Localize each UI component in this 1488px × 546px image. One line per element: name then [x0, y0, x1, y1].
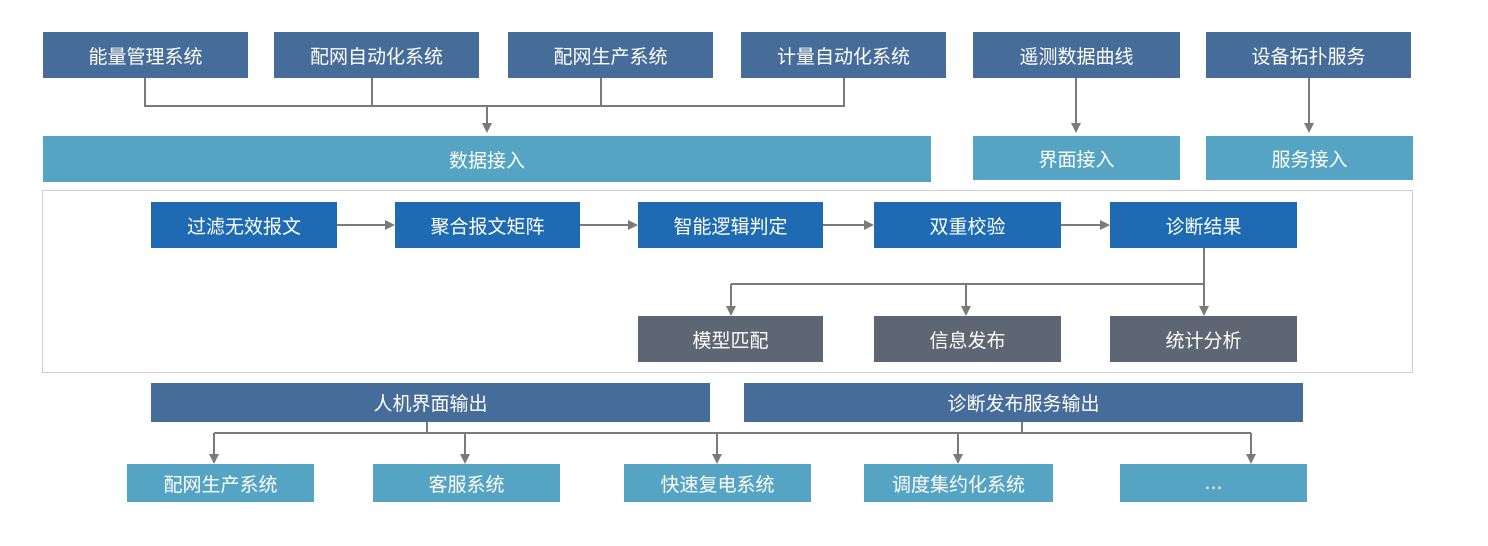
service-access-box: 服务接入	[1206, 136, 1413, 180]
result-label: 信息发布	[929, 329, 1006, 352]
output-label: 诊断发布服务输出	[947, 393, 1100, 415]
service-output-bar: 诊断发布服务输出	[744, 383, 1303, 422]
target-label: 调度集约化系统	[891, 473, 1025, 496]
source-label: 配网生产系统	[553, 45, 668, 68]
step-diagnosis-result: 诊断结果	[1110, 202, 1297, 248]
result-label: 统计分析	[1165, 329, 1242, 352]
step-aggregate-matrix: 聚合报文矩阵	[395, 202, 580, 248]
processing-frame	[42, 190, 1413, 373]
target-label: 快速复电系统	[660, 473, 775, 496]
target-customer-service: 客服系统	[373, 464, 560, 502]
source-topology-service: 设备拓扑服务	[1206, 32, 1411, 78]
access-label: 数据接入	[448, 149, 525, 172]
target-distribution-production: 配网生产系统	[127, 464, 314, 502]
source-label: 设备拓扑服务	[1251, 45, 1366, 68]
target-more: ...	[1120, 464, 1307, 502]
target-fast-restore: 快速复电系统	[624, 464, 811, 502]
step-logic-judgment: 智能逻辑判定	[638, 202, 823, 248]
access-label: 界面接入	[1038, 148, 1115, 171]
output-label: 人机界面输出	[373, 393, 488, 415]
step-label: 过滤无效报文	[186, 215, 301, 238]
target-label: 配网生产系统	[163, 473, 278, 496]
source-label: 遥测数据曲线	[1019, 45, 1134, 68]
step-filter-invalid: 过滤无效报文	[151, 202, 337, 248]
step-label: 智能逻辑判定	[673, 215, 788, 238]
step-double-check: 双重校验	[874, 202, 1061, 248]
source-telemetry-curve: 遥测数据曲线	[973, 32, 1180, 78]
access-label: 服务接入	[1271, 148, 1348, 171]
source-label: 配网自动化系统	[309, 45, 443, 68]
step-label: 诊断结果	[1165, 215, 1242, 238]
connector-source-merge	[144, 78, 845, 107]
hmi-output-bar: 人机界面输出	[151, 383, 710, 422]
source-energy-management: 能量管理系统	[43, 32, 248, 78]
step-label: 双重校验	[929, 215, 1006, 238]
target-label: 客服系统	[428, 473, 505, 496]
data-access-bar: 数据接入	[43, 136, 931, 182]
ui-access-box: 界面接入	[973, 136, 1180, 180]
result-model-match: 模型匹配	[638, 316, 823, 362]
result-label: 模型匹配	[692, 329, 769, 352]
source-distribution-automation: 配网自动化系统	[274, 32, 479, 78]
target-dispatch-intensive: 调度集约化系统	[864, 464, 1053, 502]
result-info-publish: 信息发布	[874, 316, 1061, 362]
source-label: 计量自动化系统	[776, 45, 910, 68]
step-label: 聚合报文矩阵	[430, 215, 545, 238]
result-stat-analysis: 统计分析	[1110, 316, 1297, 362]
target-label: ...	[1204, 472, 1223, 494]
source-metering-automation: 计量自动化系统	[741, 32, 946, 78]
source-distribution-production: 配网生产系统	[508, 32, 713, 78]
source-label: 能量管理系统	[88, 45, 203, 68]
